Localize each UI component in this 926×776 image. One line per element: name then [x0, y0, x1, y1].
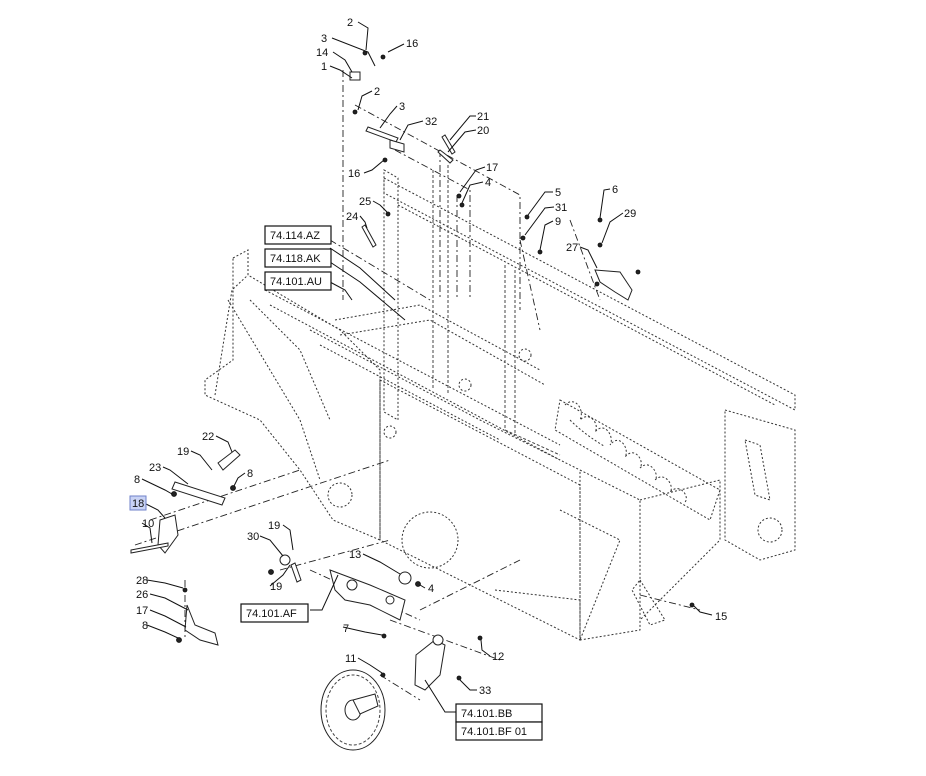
callout-27: 27 [566, 242, 578, 254]
callout-20: 20 [477, 125, 489, 137]
callout-15: 15 [715, 611, 727, 623]
reference-boxes: 74.114.AZ 74.118.AK 74.101.AU 74.101.AF … [240, 225, 543, 741]
callout-14: 14 [316, 47, 328, 59]
callout-11: 11 [345, 653, 356, 665]
frame-structure [204, 165, 796, 641]
callout-21: 21 [477, 111, 489, 123]
callout-8: 8 [142, 620, 148, 632]
callout-18: 18 [132, 498, 144, 510]
leader-lines [141, 21, 713, 713]
ref-box-74-101-BB[interactable]: 74.101.BB [455, 703, 543, 723]
rod-23 [171, 481, 226, 506]
callout-22: 22 [202, 431, 214, 443]
callout-8: 8 [134, 474, 140, 486]
callout-10: 10 [142, 518, 154, 530]
ref-box-74-114-AZ[interactable]: 74.114.AZ [264, 225, 332, 245]
callout-17: 17 [486, 162, 498, 174]
parts [130, 50, 695, 751]
ref-box-74-101-AU[interactable]: 74.101.AU [264, 271, 332, 291]
callout-30: 30 [247, 531, 259, 543]
svg-text:74.118.AK: 74.118.AK [270, 253, 321, 265]
callout-2: 2 [374, 86, 380, 98]
callout-7: 7 [343, 623, 349, 635]
gauge-wheel [320, 669, 386, 751]
callout-8: 8 [247, 468, 253, 480]
nut-13 [398, 571, 412, 585]
callout-4: 4 [428, 583, 434, 595]
svg-text:74.101.BB: 74.101.BB [461, 708, 512, 720]
callout-33: 33 [479, 685, 491, 697]
callout-12: 12 [492, 651, 504, 663]
callout-32: 32 [425, 116, 437, 128]
svg-text:74.101.BF 01: 74.101.BF 01 [461, 726, 527, 738]
callout-23: 23 [149, 462, 161, 474]
callout-28: 28 [136, 575, 148, 587]
callout-3: 3 [321, 33, 327, 45]
bracket-27 [594, 269, 633, 301]
plate-32 [389, 139, 405, 153]
plate-26 [184, 604, 219, 646]
callout-24: 24 [346, 211, 358, 223]
pin-3 [365, 126, 399, 143]
callout-16: 16 [348, 168, 360, 180]
bracket-14 [349, 71, 361, 81]
ref-box-74-101-BF-01[interactable]: 74.101.BF 01 [455, 721, 543, 741]
callout-19: 19 [270, 581, 282, 593]
pin-10 [130, 542, 169, 554]
callout-29: 29 [624, 208, 636, 220]
callout-17: 17 [136, 605, 148, 617]
callout-16: 16 [406, 38, 418, 50]
linkage-assembly [329, 569, 406, 621]
callout-3: 3 [399, 101, 405, 113]
wheel-arm [414, 639, 446, 691]
callout-13: 13 [349, 549, 361, 561]
callout-18-highlight [129, 495, 147, 511]
callout-1: 1 [321, 61, 327, 73]
auger [554, 399, 721, 521]
callout-19: 19 [177, 446, 189, 458]
ref-box-74-118-AK[interactable]: 74.118.AK [264, 248, 332, 268]
svg-text:74.101.AF: 74.101.AF [246, 608, 297, 620]
callout-6: 6 [612, 184, 618, 196]
callout-5: 5 [555, 187, 561, 199]
callout-2: 2 [347, 17, 353, 29]
bolt-24 [361, 224, 377, 248]
svg-text:74.114.AZ: 74.114.AZ [270, 230, 320, 242]
callout-9: 9 [555, 216, 561, 228]
ref-box-74-101-AF[interactable]: 74.101.AF [240, 603, 309, 623]
assembly-lines [134, 70, 701, 701]
callout-31: 31 [555, 202, 567, 214]
callout-4: 4 [485, 177, 491, 189]
callouts: 2 3 16 14 1 2 3 32 16 21 20 17 4 5 6 31 … [129, 17, 727, 697]
callout-19: 19 [268, 520, 280, 532]
svg-text:74.101.AU: 74.101.AU [270, 276, 322, 288]
callout-26: 26 [136, 589, 148, 601]
roller-30 [279, 554, 291, 566]
link-22 [217, 449, 241, 471]
callout-25: 25 [359, 196, 371, 208]
